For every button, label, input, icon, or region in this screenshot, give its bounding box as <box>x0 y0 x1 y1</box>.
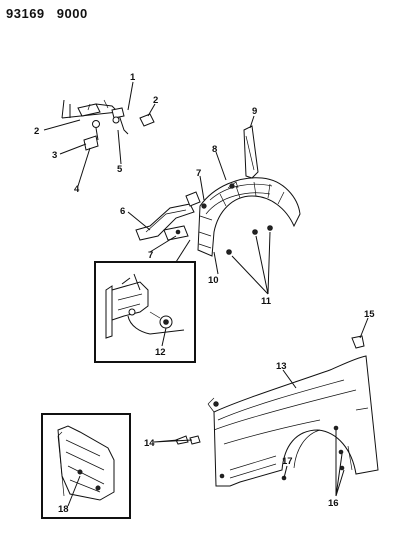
callout-2-upper: 2 <box>153 95 158 106</box>
callout-8: 8 <box>212 144 217 155</box>
callout-9: 9 <box>252 106 257 117</box>
leader-lines <box>43 81 369 507</box>
callout-14: 14 <box>144 438 155 449</box>
callout-6: 6 <box>120 206 125 217</box>
diagram-header: 93169 9000 <box>6 6 96 21</box>
callout-7-lower: 7 <box>148 250 153 261</box>
drawing-number: 93169 <box>6 6 45 21</box>
front-fender <box>175 335 379 487</box>
callout-18: 18 <box>58 504 69 515</box>
callout-3: 3 <box>52 150 57 161</box>
sheet-number: 9000 <box>56 6 88 21</box>
callout-11: 11 <box>261 296 272 307</box>
callout-13: 13 <box>276 361 287 372</box>
callout-1: 1 <box>130 72 136 83</box>
callout-7-upper: 7 <box>196 168 201 179</box>
callout-5: 5 <box>117 164 123 175</box>
callout-2-lower: 2 <box>34 126 39 137</box>
detail-inset-shield <box>41 413 131 519</box>
callout-16: 16 <box>328 498 339 509</box>
inset-leader-line <box>175 239 191 263</box>
fender-brackets <box>135 183 235 241</box>
callout-4: 4 <box>74 184 80 195</box>
callout-labels: 1 2 2 3 4 5 6 7 7 8 9 10 11 12 13 14 15 … <box>34 72 375 515</box>
inner-splash-shield <box>197 125 301 257</box>
callout-10: 10 <box>208 275 219 286</box>
callout-15: 15 <box>364 309 375 320</box>
callout-12: 12 <box>155 347 166 358</box>
prop-rod-assembly <box>61 99 155 151</box>
callout-17: 17 <box>282 456 293 467</box>
detail-inset-bracket <box>94 261 196 363</box>
